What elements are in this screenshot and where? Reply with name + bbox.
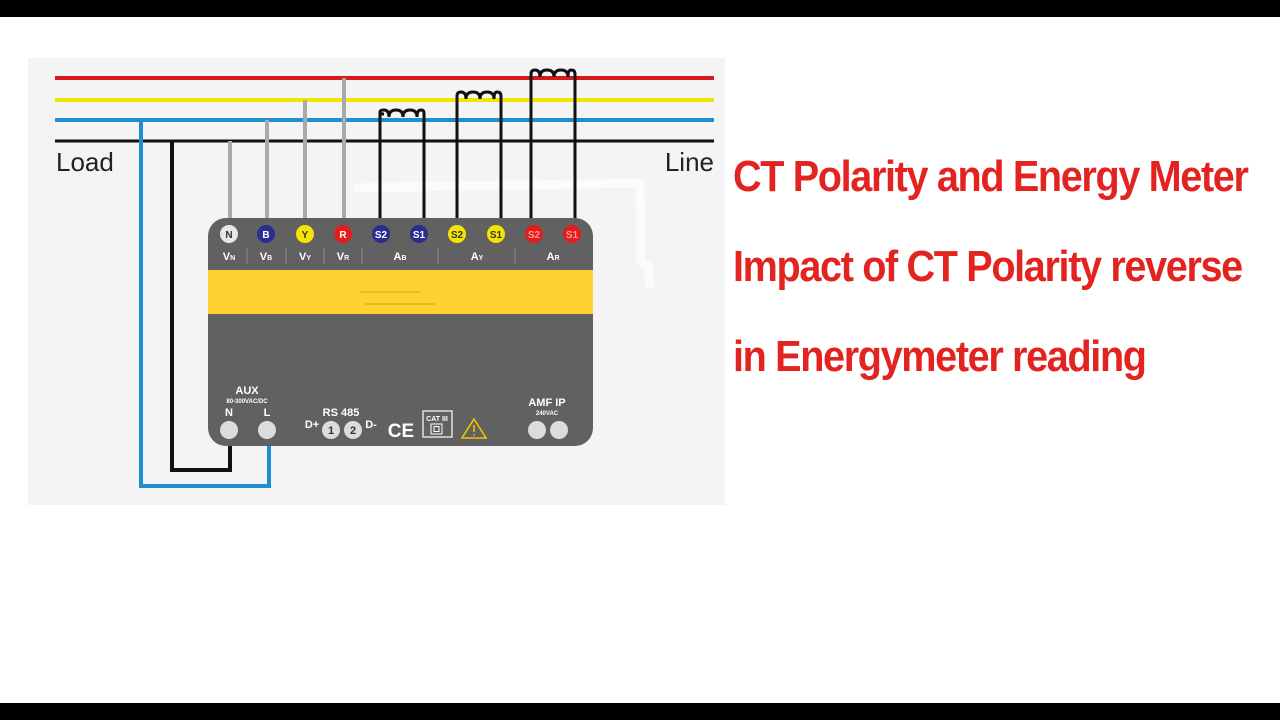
terminal-ar-s1-label: S1	[566, 230, 579, 241]
terminal-vr-label: R	[339, 230, 347, 241]
d-minus-label: D-	[365, 419, 377, 431]
terminal-ay-s2[interactable]	[448, 225, 466, 243]
band-mark	[360, 291, 420, 293]
terminal-vy-label: Y	[302, 230, 309, 241]
terminal-ar-s2[interactable]	[525, 225, 543, 243]
terminal-ay-s2-label: S2	[451, 230, 464, 241]
amf-section: AMF IP 240VAC	[528, 397, 565, 417]
rs485-pin-2[interactable]	[344, 421, 362, 439]
aux-rating: 80-300VAC/DC	[226, 399, 268, 405]
rs485-section: RS 485 D+ D- 1 2	[305, 407, 377, 439]
terminal-labels: VN VB VY VR AB AY AR	[223, 251, 560, 263]
voltage-taps	[228, 78, 346, 226]
vb-label: VB	[260, 251, 272, 263]
terminal-ab-s1[interactable]	[410, 225, 428, 243]
terminal-neutral[interactable]	[220, 225, 238, 243]
aux-label: AUX	[235, 385, 259, 397]
terminal-vy[interactable]	[296, 225, 314, 243]
title-line-2: Impact of CT Polarity reverse	[733, 242, 1243, 291]
aux-neutral-wire	[170, 141, 232, 472]
ct-red-coil	[529, 68, 577, 226]
load-label: Load	[56, 147, 114, 177]
warning-icon	[460, 417, 488, 439]
title-line-3: in Energymeter reading	[733, 332, 1147, 381]
aux-n-label: N	[225, 407, 233, 419]
aux-live-wire	[139, 120, 271, 488]
amf-rating: 240VAC	[536, 411, 559, 417]
aux-l-terminal[interactable]	[258, 421, 276, 439]
rs485-pin-2-label: 2	[350, 425, 356, 437]
video-title: CT Polarity and Energy Meter Impact of C…	[733, 132, 1273, 402]
terminal-vb-label: B	[262, 230, 269, 241]
top-letterbox-bar	[0, 0, 1280, 17]
rs485-label: RS 485	[323, 407, 360, 419]
amf-terminal-1[interactable]	[528, 421, 546, 439]
erased-wire-mark	[353, 178, 655, 289]
current-transformers	[378, 68, 577, 226]
terminal-vb[interactable]	[257, 225, 275, 243]
band-mark	[365, 303, 435, 305]
cat-label: CAT III	[426, 416, 448, 423]
ay-label: AY	[471, 251, 484, 263]
rs485-pin-1[interactable]	[322, 421, 340, 439]
terminal-dividers	[246, 248, 516, 264]
aux-section: AUX 80-300VAC/DC N L	[225, 385, 271, 419]
terminal-ab-s2-label: S2	[375, 230, 388, 241]
cat-box	[422, 410, 453, 438]
vr-label: VR	[337, 251, 349, 263]
ce-mark: CE	[388, 421, 414, 442]
terminal-ay-s1[interactable]	[487, 225, 505, 243]
rs485-pin-1-label: 1	[328, 425, 334, 437]
terminal-row: N B Y R S2 S1 S2 S1 S2 S1	[220, 225, 581, 243]
line-label: Line	[665, 147, 714, 177]
terminal-ar-s2-label: S2	[528, 230, 541, 241]
vn-label: VN	[223, 251, 235, 263]
terminal-ab-s1-label: S1	[413, 230, 426, 241]
aux-n-terminal[interactable]	[220, 421, 238, 439]
ct-yellow-coil	[455, 90, 503, 226]
aux-l-label: L	[264, 407, 271, 419]
energy-meter: N B Y R S2 S1 S2 S1 S2 S1 VN VB VY VR AB AY AR AU…	[208, 218, 593, 446]
d-plus-label: D+	[305, 419, 319, 431]
amf-terminal-2[interactable]	[550, 421, 568, 439]
ar-label: AR	[546, 251, 559, 263]
ab-label: AB	[393, 251, 406, 263]
terminal-neutral-label: N	[225, 230, 232, 241]
vy-label: VY	[299, 251, 311, 263]
ct-blue-coil	[378, 108, 426, 226]
title-line-1: CT Polarity and Energy Meter	[733, 152, 1249, 201]
terminal-vr[interactable]	[334, 225, 352, 243]
terminal-ab-s2[interactable]	[372, 225, 390, 243]
supply-lines	[55, 76, 714, 143]
bottom-letterbox-bar	[0, 703, 1280, 720]
terminal-ar-s1[interactable]	[563, 225, 581, 243]
amf-label: AMF IP	[528, 397, 565, 409]
terminal-ay-s1-label: S1	[490, 230, 503, 241]
double-insulation-icon	[430, 423, 443, 435]
aux-supply-wiring	[139, 120, 271, 488]
